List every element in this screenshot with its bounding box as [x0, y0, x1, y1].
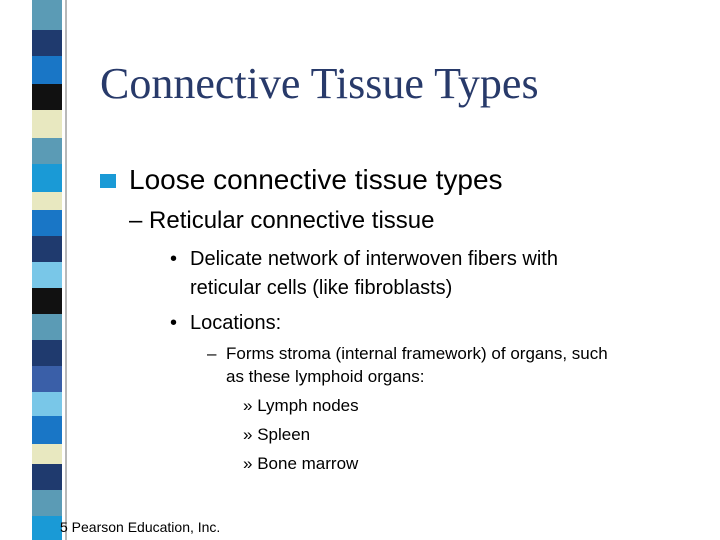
strip-block [32, 262, 62, 288]
strip-block [32, 138, 62, 164]
bullet-level3-item1-line2: reticular cells (like fibroblasts) [190, 277, 453, 299]
bullet-level3-item2: Locations: [190, 312, 282, 334]
divider-rule [65, 0, 67, 540]
copyright-footer: 5 Pearson Education, Inc. [60, 519, 221, 535]
strip-block [32, 210, 62, 236]
strip-block [32, 464, 62, 490]
strip-block [32, 516, 62, 540]
bullet-level4: Forms stroma (internal framework) of org… [226, 342, 608, 388]
dash-marker: – [207, 344, 217, 363]
chevron-bullet-icon: » [243, 454, 253, 473]
strip-block [32, 30, 62, 56]
square-bullet-icon [100, 174, 116, 188]
bullet-level5-item: » Bone marrow [243, 454, 358, 474]
strip-block [32, 490, 62, 516]
strip-block [32, 56, 62, 84]
strip-block [32, 288, 62, 314]
strip-block [32, 366, 62, 392]
bullet-level4-line1: Forms stroma (internal framework) of org… [226, 344, 608, 363]
strip-block [32, 340, 62, 366]
bullet-level2: – Reticular connective tissue [129, 207, 435, 235]
bullet-level3-item1: Delicate network of interwoven fibers wi… [190, 245, 558, 303]
decorative-strip [32, 0, 62, 540]
bullet-level5-text: Spleen [257, 425, 311, 444]
bullet-level1: Loose connective tissue types [129, 164, 503, 195]
chevron-bullet-icon: » [243, 396, 253, 415]
dot-bullet-icon: • [170, 312, 178, 334]
strip-block [32, 416, 62, 444]
dot-bullet-icon: • [170, 248, 178, 270]
strip-block [32, 314, 62, 340]
bullet-level5-text: Bone marrow [257, 454, 359, 473]
strip-block [32, 110, 62, 138]
bullet-level5-item: » Lymph nodes [243, 396, 359, 416]
strip-block [32, 84, 62, 110]
bullet-level3-item1-line1: Delicate network of interwoven fibers wi… [190, 248, 558, 270]
strip-block [32, 164, 62, 192]
strip-block [32, 0, 62, 30]
dash-marker: – [129, 207, 143, 234]
chevron-bullet-icon: » [243, 425, 253, 444]
strip-block [32, 444, 62, 464]
strip-block [32, 392, 62, 416]
slide-title: Connective Tissue Types [100, 59, 539, 108]
bullet-level4-line2: as these lymphoid organs: [226, 367, 425, 386]
strip-block [32, 236, 62, 262]
bullet-level5-item: » Spleen [243, 425, 310, 445]
bullet-level5-text: Lymph nodes [257, 396, 359, 415]
bullet-level2-text: Reticular connective tissue [149, 207, 435, 234]
strip-block [32, 192, 62, 210]
